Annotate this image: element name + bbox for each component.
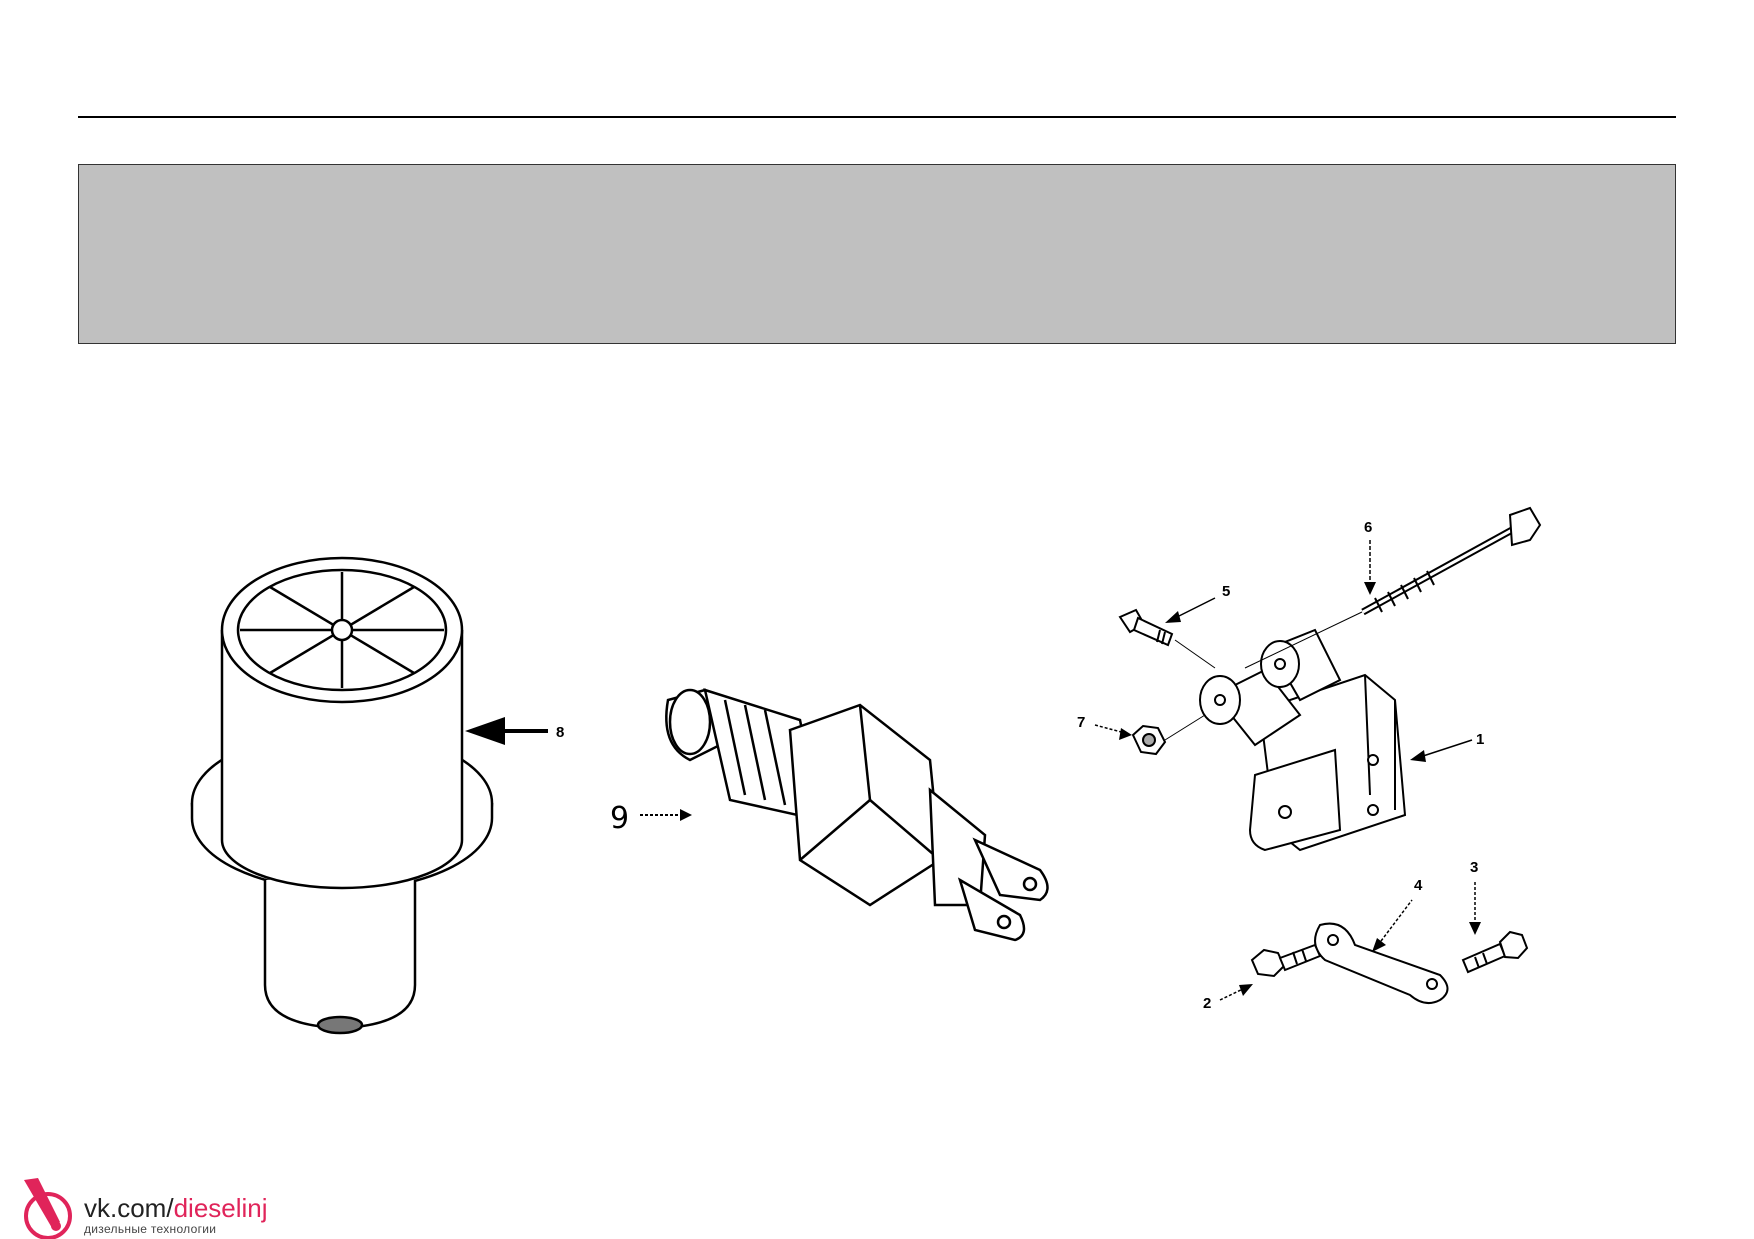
part-1-bracket [1199, 628, 1407, 852]
arrow-9 [640, 809, 692, 821]
watermark-prefix: vk.com/ [84, 1193, 174, 1223]
arrow-6 [1364, 540, 1376, 595]
callout-4: 4 [1414, 877, 1423, 894]
top-rule [78, 116, 1676, 118]
arrow-4 [1372, 899, 1413, 952]
part-7-nut [1131, 714, 1206, 756]
callout-2: 2 [1203, 995, 1211, 1012]
arrow-2 [1219, 984, 1253, 1001]
arrow-8 [465, 717, 548, 745]
part-5-short-bolt [1118, 608, 1216, 669]
callout-6: 6 [1364, 519, 1372, 536]
callout-7: 7 [1077, 714, 1085, 731]
watermark-subtitle: дизельные технологии [84, 1222, 217, 1236]
part-6-long-bolt [1244, 506, 1542, 669]
callout-9: 9 [610, 801, 629, 836]
callout-1: 1 [1476, 731, 1484, 748]
header-band [78, 164, 1676, 344]
callout-8: 8 [556, 724, 564, 741]
part-2-bolt [1250, 943, 1322, 978]
callout-5: 5 [1222, 583, 1230, 600]
part-9-sensor [665, 688, 1049, 942]
part-8-cap [190, 556, 494, 1035]
arrow-1 [1410, 739, 1473, 762]
watermark-site[interactable]: vk.com/dieselinj [84, 1193, 268, 1224]
arrow-7 [1094, 724, 1132, 740]
watermark-accent: dieselinj [173, 1193, 268, 1223]
part-3-bolt [1461, 930, 1529, 974]
watermark-logo-icon [24, 1178, 72, 1239]
arrow-5 [1165, 597, 1216, 623]
arrow-3 [1469, 882, 1481, 935]
callout-3: 3 [1470, 859, 1478, 876]
part-4-strap [1314, 922, 1449, 1005]
